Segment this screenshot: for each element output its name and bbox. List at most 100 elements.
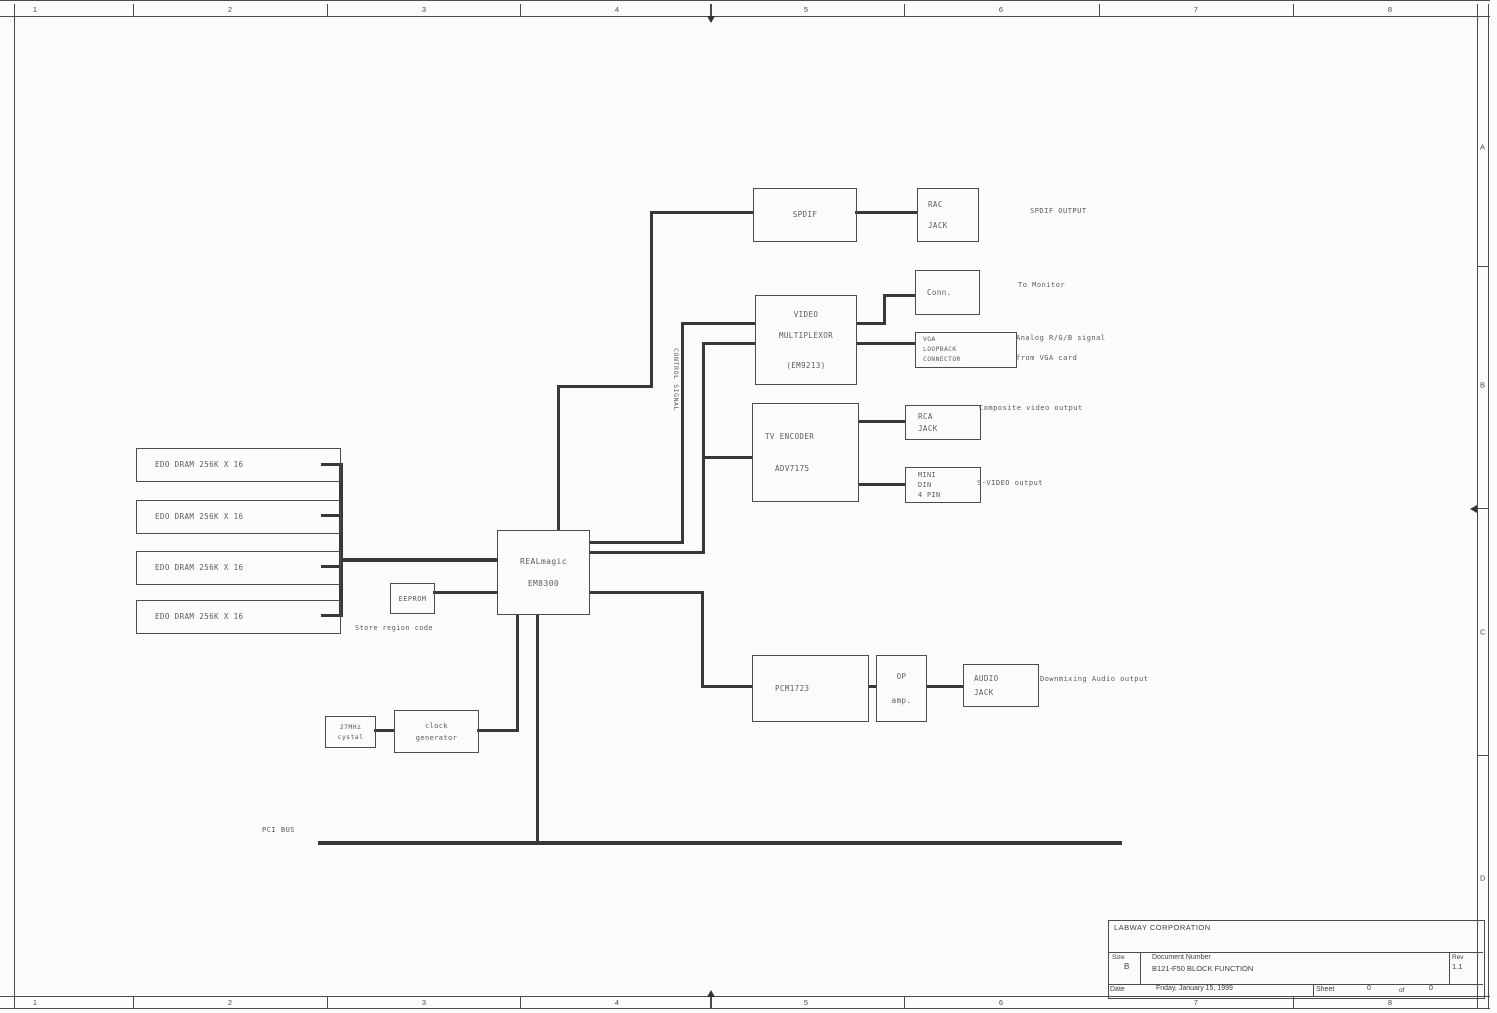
wire-segment <box>650 211 753 214</box>
zone-number: 2 <box>227 998 233 1007</box>
block-vga-loopback-connector: VGA LOOPBACK CONNECTOR <box>915 332 1017 368</box>
block-op-amp: OP amp. <box>876 655 927 722</box>
sheet-label: Sheet <box>1316 986 1335 993</box>
label-store-region-code: Store region code <box>355 624 434 632</box>
block-clock-generator: clock generator <box>394 710 479 753</box>
block-video-multiplexor: VIDEO MULTIPLEXOR (EM9213) <box>755 295 857 385</box>
block-label: VIDEO <box>793 309 819 319</box>
sheet-total: 0 <box>1429 985 1433 992</box>
title-block-line <box>1313 984 1314 997</box>
size-value: B <box>1124 962 1130 971</box>
block-label: SPDIF <box>792 210 818 219</box>
wire-tv-minidin <box>845 483 905 486</box>
label-downmixing-audio: Downmixing Audio output <box>1040 675 1149 683</box>
label-control-signal: CONTROL SIGNAL <box>672 348 680 412</box>
company-name: LABWAY CORPORATION <box>1114 923 1211 932</box>
border-line <box>0 0 1490 1</box>
sheet-number: 0 <box>1367 985 1371 992</box>
block-label: LOOPBACK <box>923 346 957 353</box>
wire-segment <box>650 211 653 388</box>
date-value: Friday, January 15, 1999 <box>1156 985 1233 992</box>
block-edo-dram-2: EDO DRAM 256K X 16 <box>136 500 341 534</box>
wire-dram-bus <box>339 463 343 617</box>
zone-number: 2 <box>227 5 233 14</box>
block-label: CONNECTOR <box>923 356 961 363</box>
block-edo-dram-1: EDO DRAM 256K X 16 <box>136 448 341 482</box>
block-label: (EM9213) <box>786 360 826 370</box>
wire-tvencoder-input <box>702 456 752 459</box>
zone-number: 4 <box>614 998 620 1007</box>
zone-divider <box>520 4 521 16</box>
label-composite-video: Composite video output <box>979 404 1083 412</box>
block-label: MINI <box>918 471 936 479</box>
zone-number: 3 <box>421 5 427 14</box>
zone-divider <box>133 996 134 1008</box>
block-label: 27MHz <box>339 723 362 731</box>
document-number-label: Document Number <box>1152 954 1211 961</box>
block-27mhz-crystal: 27MHz cystal <box>325 716 376 748</box>
zone-number: 5 <box>803 5 809 14</box>
block-spdif: SPDIF <box>753 188 857 242</box>
zone-letter: C <box>1480 627 1486 637</box>
zone-number: 8 <box>1387 5 1393 14</box>
center-mark-line <box>710 4 712 17</box>
block-label: EM8300 <box>527 578 560 588</box>
wire-realmagic-spdif <box>557 385 560 532</box>
block-conn: Conn. <box>915 270 980 315</box>
zone-number: 4 <box>614 5 620 14</box>
document-number-value: B121-F50 BLOCK FUNCTION <box>1152 964 1254 973</box>
block-label: VGA <box>923 336 936 343</box>
title-block-line <box>1449 952 1450 984</box>
wire-segment <box>883 294 915 297</box>
block-rca-jack: RCA JACK <box>905 405 981 440</box>
block-edo-dram-3: EDO DRAM 256K X 16 <box>136 551 341 585</box>
zone-divider <box>1099 4 1100 16</box>
block-label: TV ENCODER <box>765 431 815 441</box>
label-to-monitor: To Monitor <box>1018 281 1066 289</box>
wire-crystal-clockgen <box>374 729 394 732</box>
block-label: RCA <box>918 411 933 421</box>
wire-dram-stub <box>321 565 342 568</box>
wire-opamp-audiojack <box>925 685 963 688</box>
label-from-vga-card: from VGA card <box>1016 354 1078 362</box>
zone-number: 5 <box>803 998 809 1007</box>
size-label: Size <box>1112 954 1125 961</box>
block-label: Conn. <box>927 287 952 297</box>
zone-letter: B <box>1480 380 1486 390</box>
block-label: 4 PIN <box>918 491 941 499</box>
block-label: DIN <box>918 481 932 489</box>
wire-realmagic-pcibus <box>536 613 539 843</box>
border-line <box>0 1008 1490 1009</box>
wire-tv-rca <box>845 420 905 423</box>
wire-dram-stub <box>321 514 342 517</box>
zone-divider <box>1293 996 1294 1008</box>
arrow-down-icon <box>707 16 715 23</box>
block-label: AUDIO <box>974 673 999 683</box>
zone-divider <box>1293 4 1294 16</box>
block-label: JACK <box>974 687 994 697</box>
wire-dram-realmagic <box>339 558 497 562</box>
zone-number: 8 <box>1387 998 1393 1007</box>
block-tv-encoder-adv7175: TV ENCODER ADV7175 <box>752 403 859 502</box>
block-label: EDO DRAM 256K X 16 <box>155 460 244 469</box>
block-label: EDO DRAM 256K X 16 <box>155 563 244 572</box>
block-eeprom: EEPROM <box>390 583 435 614</box>
wire-mux-vga <box>855 342 915 345</box>
zone-number: 1 <box>32 5 38 14</box>
block-label: EDO DRAM 256K X 16 <box>155 612 244 621</box>
block-mini-din-4pin: MINI DIN 4 PIN <box>905 467 981 503</box>
title-block-line <box>1108 984 1483 985</box>
block-label: amp. <box>891 695 912 705</box>
arrow-left-icon <box>1470 505 1477 513</box>
wire-mux-conn <box>855 322 885 325</box>
title-block-line <box>1140 952 1141 984</box>
border-line <box>1477 4 1478 1009</box>
zone-divider <box>1477 755 1488 756</box>
wire-dram-stub <box>321 463 342 466</box>
zone-letter: A <box>1480 142 1486 152</box>
title-block <box>1108 920 1485 999</box>
block-realmagic-em8300: REALmagic EM8300 <box>497 530 590 615</box>
wire-realmagic-mux2 <box>588 551 705 554</box>
zone-divider <box>327 996 328 1008</box>
